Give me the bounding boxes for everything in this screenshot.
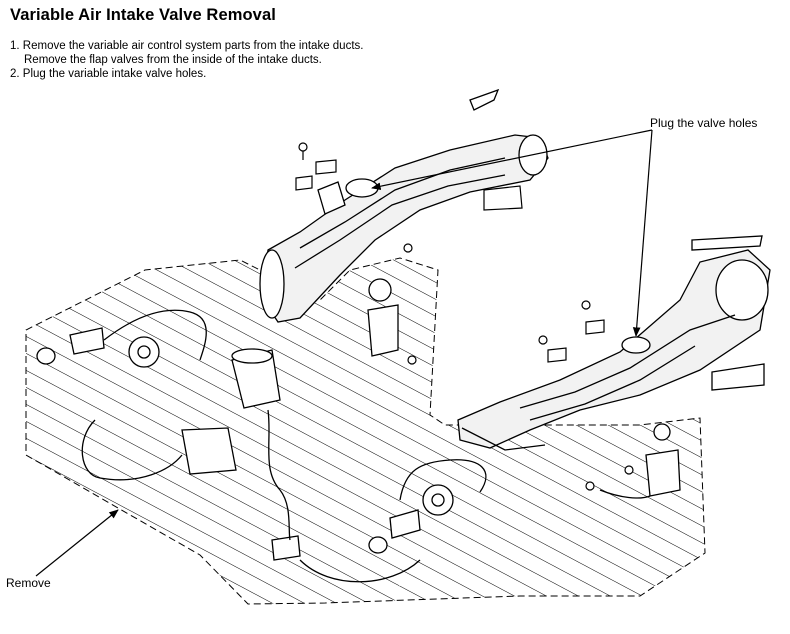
plug-valve-holes-label: Plug the valve holes <box>650 116 758 130</box>
seal-pad-lower <box>547 347 567 363</box>
lower-intake-duct <box>457 235 771 451</box>
step-number: 1. <box>10 40 20 52</box>
screw-icon <box>581 300 591 310</box>
check-valve <box>36 347 56 365</box>
step-text: Remove the variable air control system p… <box>22 40 364 52</box>
remove-leader-line <box>35 509 119 577</box>
page-title: Variable Air Intake Valve Removal <box>10 6 276 24</box>
hose-fitting <box>271 535 301 561</box>
screw-icon <box>407 355 417 365</box>
valve-fitting <box>653 423 671 441</box>
screw-icon <box>403 243 413 253</box>
check-valve <box>368 536 388 554</box>
valve-mount <box>645 449 681 497</box>
step-1: 1. Remove the variable air control syste… <box>10 39 363 53</box>
step-1-continued: Remove the flap valves from the inside o… <box>10 53 363 67</box>
screw-icon <box>585 481 595 491</box>
seal-pad-small <box>295 175 313 191</box>
instruction-steps: 1. Remove the variable air control syste… <box>10 39 363 81</box>
valve-mount <box>367 304 399 357</box>
plug-leader-lines <box>371 129 653 337</box>
solenoid-valve <box>69 327 105 355</box>
valve-fitting <box>368 278 392 302</box>
vacuum-hoses <box>81 309 651 583</box>
step-number: 2. <box>10 68 20 80</box>
vacuum-components <box>36 278 681 561</box>
seal-pad-lower <box>585 319 605 335</box>
seal-pad-upper <box>483 185 523 211</box>
actuator-bracket <box>181 427 237 475</box>
step-text: Plug the variable intake valve holes. <box>22 68 207 80</box>
seal-pad-small <box>315 159 337 175</box>
screw-icon <box>538 335 548 345</box>
loose-parts <box>295 142 634 491</box>
remove-region-hatch <box>25 257 706 605</box>
upper-intake-duct <box>259 88 549 323</box>
screw-icon <box>624 465 634 475</box>
step-text: Remove the flap valves from the inside o… <box>24 54 322 66</box>
step-2: 2. Plug the variable intake valve holes. <box>10 67 363 81</box>
screw-icon <box>298 142 308 152</box>
solenoid-valve <box>389 509 421 539</box>
remove-label: Remove <box>6 576 51 590</box>
